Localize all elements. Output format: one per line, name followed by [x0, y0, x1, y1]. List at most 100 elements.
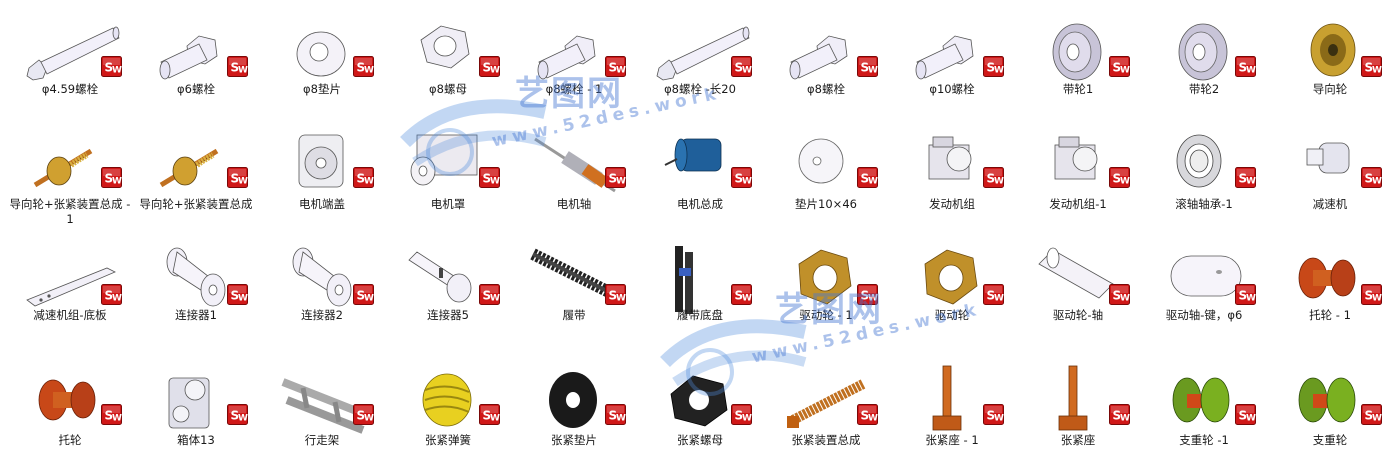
svg-text:S: S [1239, 172, 1248, 186]
svg-text:S: S [609, 409, 618, 423]
svg-text:S: S [609, 61, 618, 75]
file-name-label: 导向轮 [1312, 82, 1348, 96]
svg-text:S: S [1365, 172, 1374, 186]
svg-text:W: W [1372, 294, 1382, 304]
file-name-label: φ8螺栓 - 1 [545, 82, 603, 96]
file-name-label: 张紧螺母 [677, 433, 723, 447]
file-name-label: 带轮2 [1188, 82, 1220, 96]
svg-text:S: S [357, 409, 366, 423]
motor-shaft-icon [525, 121, 635, 199]
track-chassis-icon [651, 238, 761, 316]
svg-text:W: W [616, 414, 626, 424]
svg-text:W: W [742, 414, 752, 424]
file-name-label: φ10螺栓 [929, 82, 975, 96]
washer-icon [273, 10, 383, 88]
file-name-label: 垫片10×46 [795, 197, 857, 211]
svg-text:W: W [1246, 294, 1256, 304]
svg-text:S: S [1113, 172, 1122, 186]
file-name-label: 连接器5 [427, 308, 469, 322]
bearing-icon [1155, 121, 1265, 199]
svg-text:W: W [490, 177, 500, 187]
tension-seat-icon [1029, 360, 1139, 438]
bolt-icon [525, 10, 635, 88]
svg-text:S: S [357, 289, 366, 303]
file-name-label: 张紧装置总成 [791, 433, 861, 447]
svg-text:S: S [1113, 61, 1122, 75]
svg-text:S: S [1365, 61, 1374, 75]
motor-cover-icon [273, 121, 383, 199]
drive-shaft-icon [1029, 238, 1139, 316]
gearbox-icon [147, 360, 257, 438]
idler-roller-icon [1281, 238, 1391, 316]
svg-text:W: W [742, 66, 752, 76]
file-name-label: 支重轮 -1 [1179, 433, 1229, 447]
svg-text:S: S [231, 61, 240, 75]
file-name-label: 电机轴 [556, 197, 592, 211]
svg-text:W: W [238, 294, 248, 304]
svg-text:W: W [868, 414, 878, 424]
svg-text:W: W [994, 414, 1004, 424]
svg-text:W: W [1246, 177, 1256, 187]
file-name-label: φ8螺栓 -长20 [664, 82, 736, 96]
file-name-label: 发动机组-1 [1049, 197, 1107, 211]
svg-text:S: S [861, 61, 870, 75]
svg-text:S: S [861, 409, 870, 423]
